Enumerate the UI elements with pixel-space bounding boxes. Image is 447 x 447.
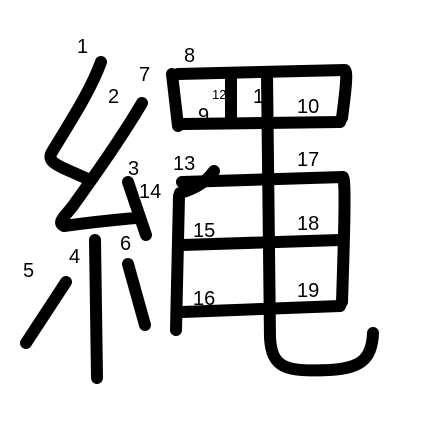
stroke-2 <box>55 97 148 232</box>
stroke-7 <box>166 68 184 132</box>
stroke-18 <box>176 234 346 251</box>
stroke-4 <box>89 234 103 384</box>
stroke-number-12: 12 <box>212 87 226 102</box>
stroke-number-1: 1 <box>77 36 88 58</box>
stroke-number-2: 2 <box>108 86 119 108</box>
stroke-9 <box>176 116 346 130</box>
stroke-number-13: 13 <box>173 153 195 175</box>
stroke-11 <box>261 68 379 377</box>
stroke-number-10: 10 <box>297 96 319 118</box>
stroke-5 <box>20 276 72 349</box>
stroke-number-9: 9 <box>198 105 209 127</box>
stroke-number-14: 14 <box>139 181 161 203</box>
stroke-number-4: 4 <box>69 246 80 268</box>
stroke-number-3: 3 <box>128 158 139 180</box>
stroke-19 <box>176 300 346 318</box>
stroke-14 <box>170 190 185 336</box>
stroke-number-17: 17 <box>297 149 319 171</box>
stroke-number-19: 19 <box>297 280 319 302</box>
stroke-8 <box>172 64 353 124</box>
stroke-number-7: 7 <box>139 64 150 86</box>
stroke-number-6: 6 <box>120 233 131 255</box>
stroke-1 <box>44 56 107 186</box>
stroke-3 <box>122 176 152 241</box>
stroke-number-5: 5 <box>23 260 34 282</box>
stroke-number-11: 11 <box>253 86 274 108</box>
stroke-number-18: 18 <box>297 213 319 235</box>
stroke-number-8: 8 <box>184 45 195 67</box>
stroke-17 <box>176 171 351 308</box>
stroke-number-15: 15 <box>193 220 215 242</box>
stroke-number-16: 16 <box>193 288 215 310</box>
stroke-6 <box>122 258 151 331</box>
